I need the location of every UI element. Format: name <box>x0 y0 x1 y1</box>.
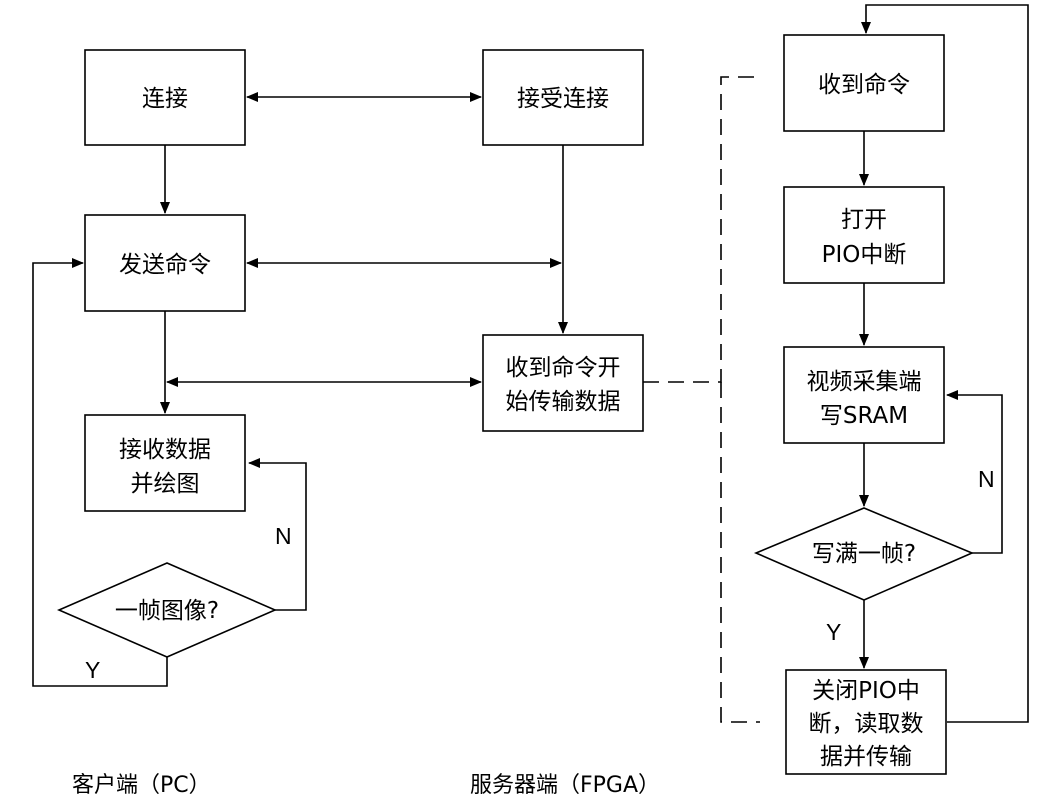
node-receive-start-transfer-line1: 收到命令开 <box>506 355 621 381</box>
node-connect: 连接 <box>84 49 246 146</box>
dashed-link-lower <box>720 382 760 723</box>
node-close-pio-transfer-line2: 断，读取数 <box>809 711 924 737</box>
node-receive-and-plot: 接收数据 并绘图 <box>84 414 246 512</box>
decision-frame-full-label: 写满一帧? <box>812 541 916 567</box>
node-accept-connection: 接受连接 <box>482 49 644 146</box>
node-receive-start-transfer-line2: 始传输数据 <box>506 389 621 415</box>
loop-close-pio-to-recv <box>861 4 1029 723</box>
node-receive-start-transfer: 收到命令开 始传输数据 <box>482 334 644 432</box>
caption-server: 服务器端（FPGA） <box>470 773 660 798</box>
label-fpga-n: N <box>978 466 995 492</box>
node-receive-and-plot-line2: 并绘图 <box>131 471 200 497</box>
decision-one-frame: 一帧图像? <box>56 562 278 658</box>
node-accept-connection-label: 接受连接 <box>517 86 609 112</box>
node-video-write-sram: 视频采集端 写SRAM <box>783 346 945 444</box>
dashed-link-client-fpga <box>643 76 760 383</box>
node-send-command-label: 发送命令 <box>119 252 211 278</box>
node-send-command: 发送命令 <box>84 214 246 312</box>
node-connect-label: 连接 <box>142 86 188 112</box>
node-fpga-receive-command: 收到命令 <box>783 34 945 132</box>
node-receive-and-plot-line1: 接收数据 <box>119 437 211 463</box>
node-close-pio-transfer: 关闭PIO中 断，读取数 据并传输 <box>785 669 947 775</box>
caption-client: 客户端（PC） <box>72 773 211 798</box>
loop-n-frame-to-receive <box>248 458 307 611</box>
node-close-pio-transfer-line3: 据并传输 <box>820 744 912 770</box>
label-fpga-y: Y <box>826 619 841 645</box>
node-open-pio-interrupt-line2: PIO中断 <box>822 242 907 268</box>
node-video-write-sram-line1: 视频采集端 <box>807 369 922 395</box>
loop-y-frame-to-send <box>32 258 168 687</box>
node-open-pio-interrupt-line1: 打开 <box>841 207 887 233</box>
label-client-y: Y <box>85 657 100 683</box>
loop-n-frame-to-video <box>946 390 1003 554</box>
label-client-n: N <box>275 523 292 549</box>
node-fpga-receive-command-label: 收到命令 <box>818 72 910 98</box>
node-close-pio-transfer-line1: 关闭PIO中 <box>812 678 920 704</box>
decision-one-frame-label: 一帧图像? <box>115 598 219 624</box>
decision-frame-full: 写满一帧? <box>753 507 975 601</box>
node-video-write-sram-line2: 写SRAM <box>820 403 908 429</box>
node-open-pio-interrupt: 打开 PIO中断 <box>783 186 945 284</box>
